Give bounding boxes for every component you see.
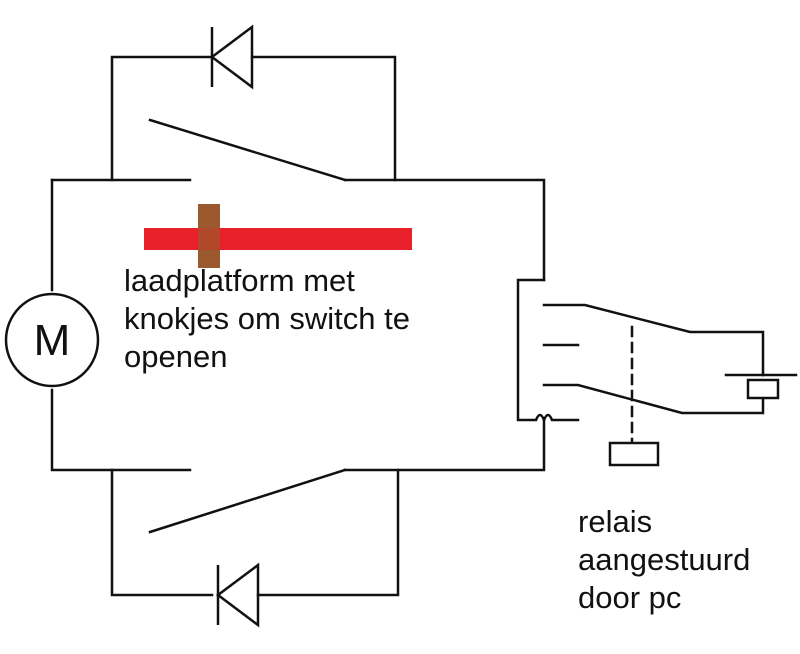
- diode-bottom-icon: [215, 562, 260, 628]
- platform-label-line-1: laadplatform met: [124, 263, 355, 298]
- motor-symbol: M: [34, 316, 71, 365]
- wire-left-bottom: [50, 388, 192, 472]
- relay-contact-frame: [516, 278, 580, 424]
- wire-right-bottom: [343, 418, 546, 472]
- top-limit-switch: [148, 118, 347, 182]
- battery-icon: [746, 378, 780, 400]
- relay-contact-upper: [542, 303, 765, 377]
- relay-contact-lower: [542, 383, 765, 415]
- wire-right-top: [343, 178, 546, 282]
- platform-label-line-3: openen: [124, 338, 228, 374]
- relay-label-line-2: aangestuurd: [578, 541, 751, 577]
- wire-bottom-bypass: [110, 468, 400, 597]
- platform-label-line-2: knokjes om switch te: [124, 300, 410, 336]
- relay-coil-icon: [608, 441, 660, 467]
- platform-knob-front: [198, 228, 220, 250]
- relay-label-line-1: relais: [578, 504, 653, 539]
- relay-label: relais aangestuurd door pc: [578, 503, 793, 616]
- bottom-limit-switch: [148, 468, 347, 534]
- loading-platform-bar: [144, 228, 412, 250]
- wire-top-bypass: [110, 55, 397, 182]
- motor-icon: M: [4, 292, 100, 388]
- platform-label: laadplatform met knokjes om switch te op…: [124, 262, 504, 375]
- diode-top-icon: [209, 24, 254, 90]
- relay-label-line-3: door pc: [578, 579, 682, 615]
